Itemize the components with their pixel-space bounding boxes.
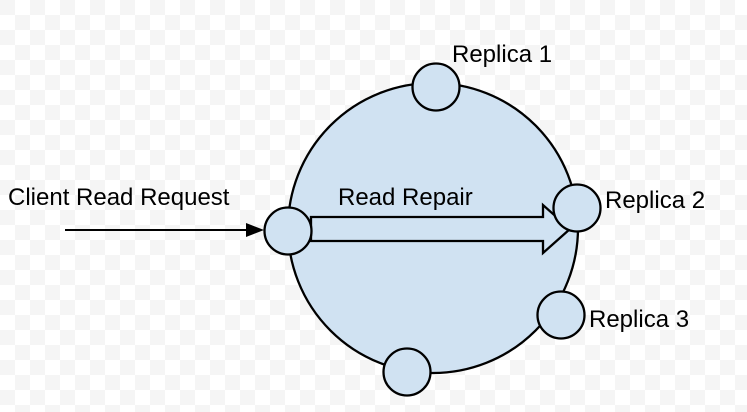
read-repair-label: Read Repair xyxy=(338,184,473,211)
client-read-request-arrowhead-icon xyxy=(246,223,264,237)
client-read-request-label: Client Read Request xyxy=(8,184,230,211)
replica-1-label: Replica 1 xyxy=(452,41,552,68)
replica-3-node xyxy=(536,290,586,340)
read-repair-arrow xyxy=(309,202,572,256)
bottom-node xyxy=(382,347,432,397)
replica-2-label: Replica 2 xyxy=(605,187,705,214)
client-read-request-arrow xyxy=(65,223,264,237)
client-entry-node xyxy=(263,206,313,256)
replica-3-label: Replica 3 xyxy=(589,306,689,333)
replica-1-node xyxy=(411,62,461,112)
replica-2-node xyxy=(552,183,602,233)
